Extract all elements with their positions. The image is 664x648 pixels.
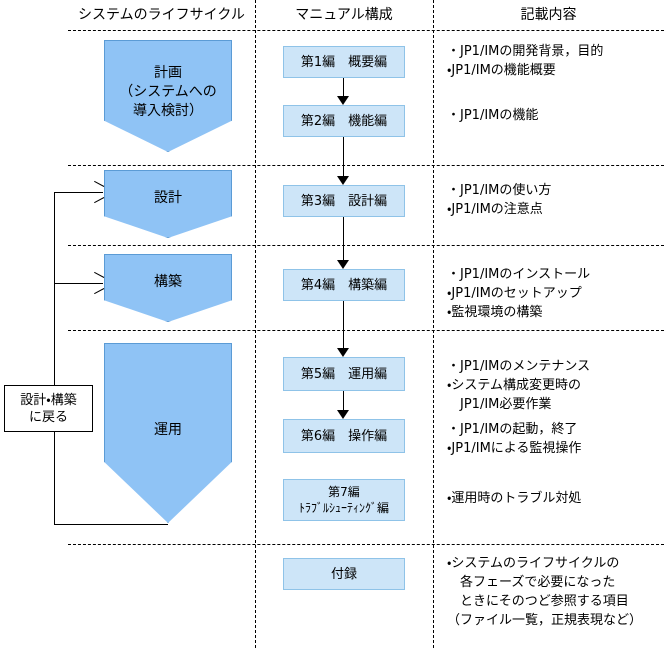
description-vol2: ・JP1/IMの機能 <box>447 108 539 123</box>
column-header-contents: 記載内容 <box>520 7 577 23</box>
feedback-arrowhead-build <box>93 277 103 289</box>
manual-box-vol2[interactable]: 第2編 機能編 <box>283 105 405 137</box>
flow-arrow-vol3-to-vol4 <box>337 217 350 269</box>
feedback-loop-spine <box>54 192 55 525</box>
lifecycle-shape-design <box>104 170 232 238</box>
description-vol4: ・JP1/IMのインストール ・JP1/IMのセットアップ ・監視環境の構築 <box>447 267 591 320</box>
feedback-branch-build <box>54 283 103 284</box>
feedback-branch-design <box>54 192 103 193</box>
column-divider-2 <box>433 0 434 648</box>
row-divider-header <box>68 30 664 31</box>
row-divider-operation <box>68 544 664 545</box>
flow-arrow-vol2-to-vol3 <box>337 137 350 185</box>
flow-arrow-vol4-to-vol5 <box>337 301 350 357</box>
feedback-arrowhead-design <box>93 186 103 198</box>
description-vol3: ・JP1/IMの使い方 ・JP1/IMの注意点 <box>447 183 552 217</box>
manual-box-vol7[interactable]: 第7編 ﾄﾗﾌﾞﾙｼｭｰﾃｨﾝｸﾞ編 <box>283 479 405 521</box>
description-vol1: ・JP1/IMの開発背景，目的 ・JP1/IMの機能概要 <box>447 44 604 78</box>
description-vol7: ・運用時のトラブル対処 <box>447 491 582 506</box>
column-divider-1 <box>255 0 256 648</box>
manual-box-vol3[interactable]: 第3編 設計編 <box>283 185 405 217</box>
lifecycle-shape-operation <box>104 343 232 523</box>
lifecycle-shape-build <box>104 254 232 322</box>
description-vol5: ・JP1/IMのメンテナンス ・システム構成変更時の JP1/IM必要作業 <box>447 359 591 412</box>
feedback-return-line <box>54 524 168 525</box>
row-divider-design <box>68 245 664 246</box>
column-header-lifecycle: システムのライフサイクル <box>78 7 245 23</box>
lifecycle-shape-plan <box>104 40 232 152</box>
column-header-manual-structure: マニュアル構成 <box>295 7 393 23</box>
row-divider-build <box>68 330 664 331</box>
manual-box-vol6[interactable]: 第6編 操作編 <box>283 419 405 453</box>
flow-arrow-vol1-to-vol2 <box>337 78 350 105</box>
manual-box-appendix[interactable]: 付録 <box>283 558 405 590</box>
feedback-label-box: 設計・構築 に戻る <box>4 385 93 432</box>
row-divider-plan <box>68 165 664 166</box>
flow-arrow-vol5-to-vol6 <box>337 391 350 419</box>
description-vol6: ・JP1/IMの起動，終了 ・JP1/IMによる監視操作 <box>447 422 582 456</box>
manual-box-vol1[interactable]: 第1編 概要編 <box>283 46 405 78</box>
manual-box-vol4[interactable]: 第4編 構築編 <box>283 269 405 301</box>
description-appendix: ・システムのライフサイクルの 各フェーズで必要になった ときにそのつど参照する項… <box>447 556 643 628</box>
manual-box-vol5[interactable]: 第5編 運用編 <box>283 357 405 391</box>
